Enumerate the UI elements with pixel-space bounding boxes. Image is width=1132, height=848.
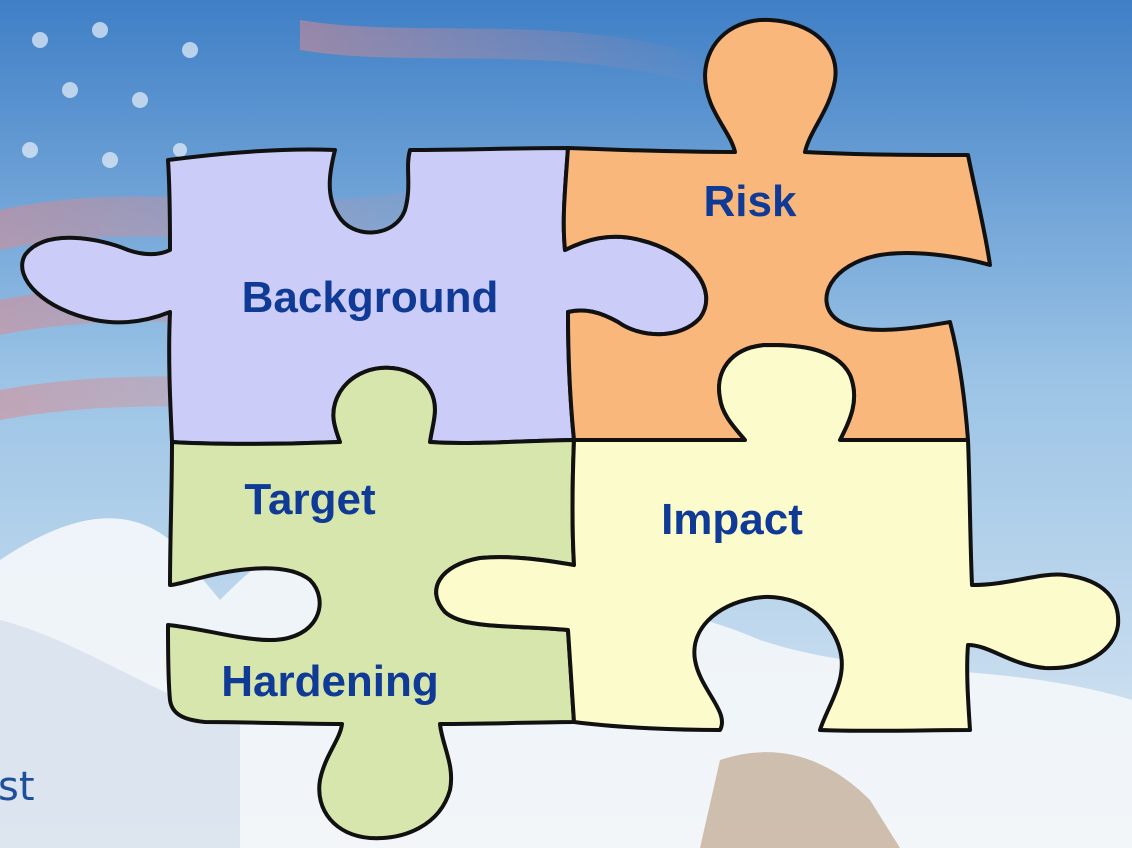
puzzle-piece-impact: Impact [434, 343, 1121, 733]
piece-hardening-label: Hardening [221, 657, 439, 706]
piece-background-label: Background [242, 273, 499, 322]
piece-target-hardening-shape [166, 365, 576, 841]
flag-stars [22, 22, 198, 168]
piece-impact-shape [434, 343, 1121, 733]
piece-target-label: Target [244, 475, 376, 524]
piece-risk-label: Risk [704, 177, 797, 226]
puzzle-piece-target-hardening: Target Hardening [166, 365, 576, 841]
piece-impact-label: Impact [661, 495, 803, 544]
